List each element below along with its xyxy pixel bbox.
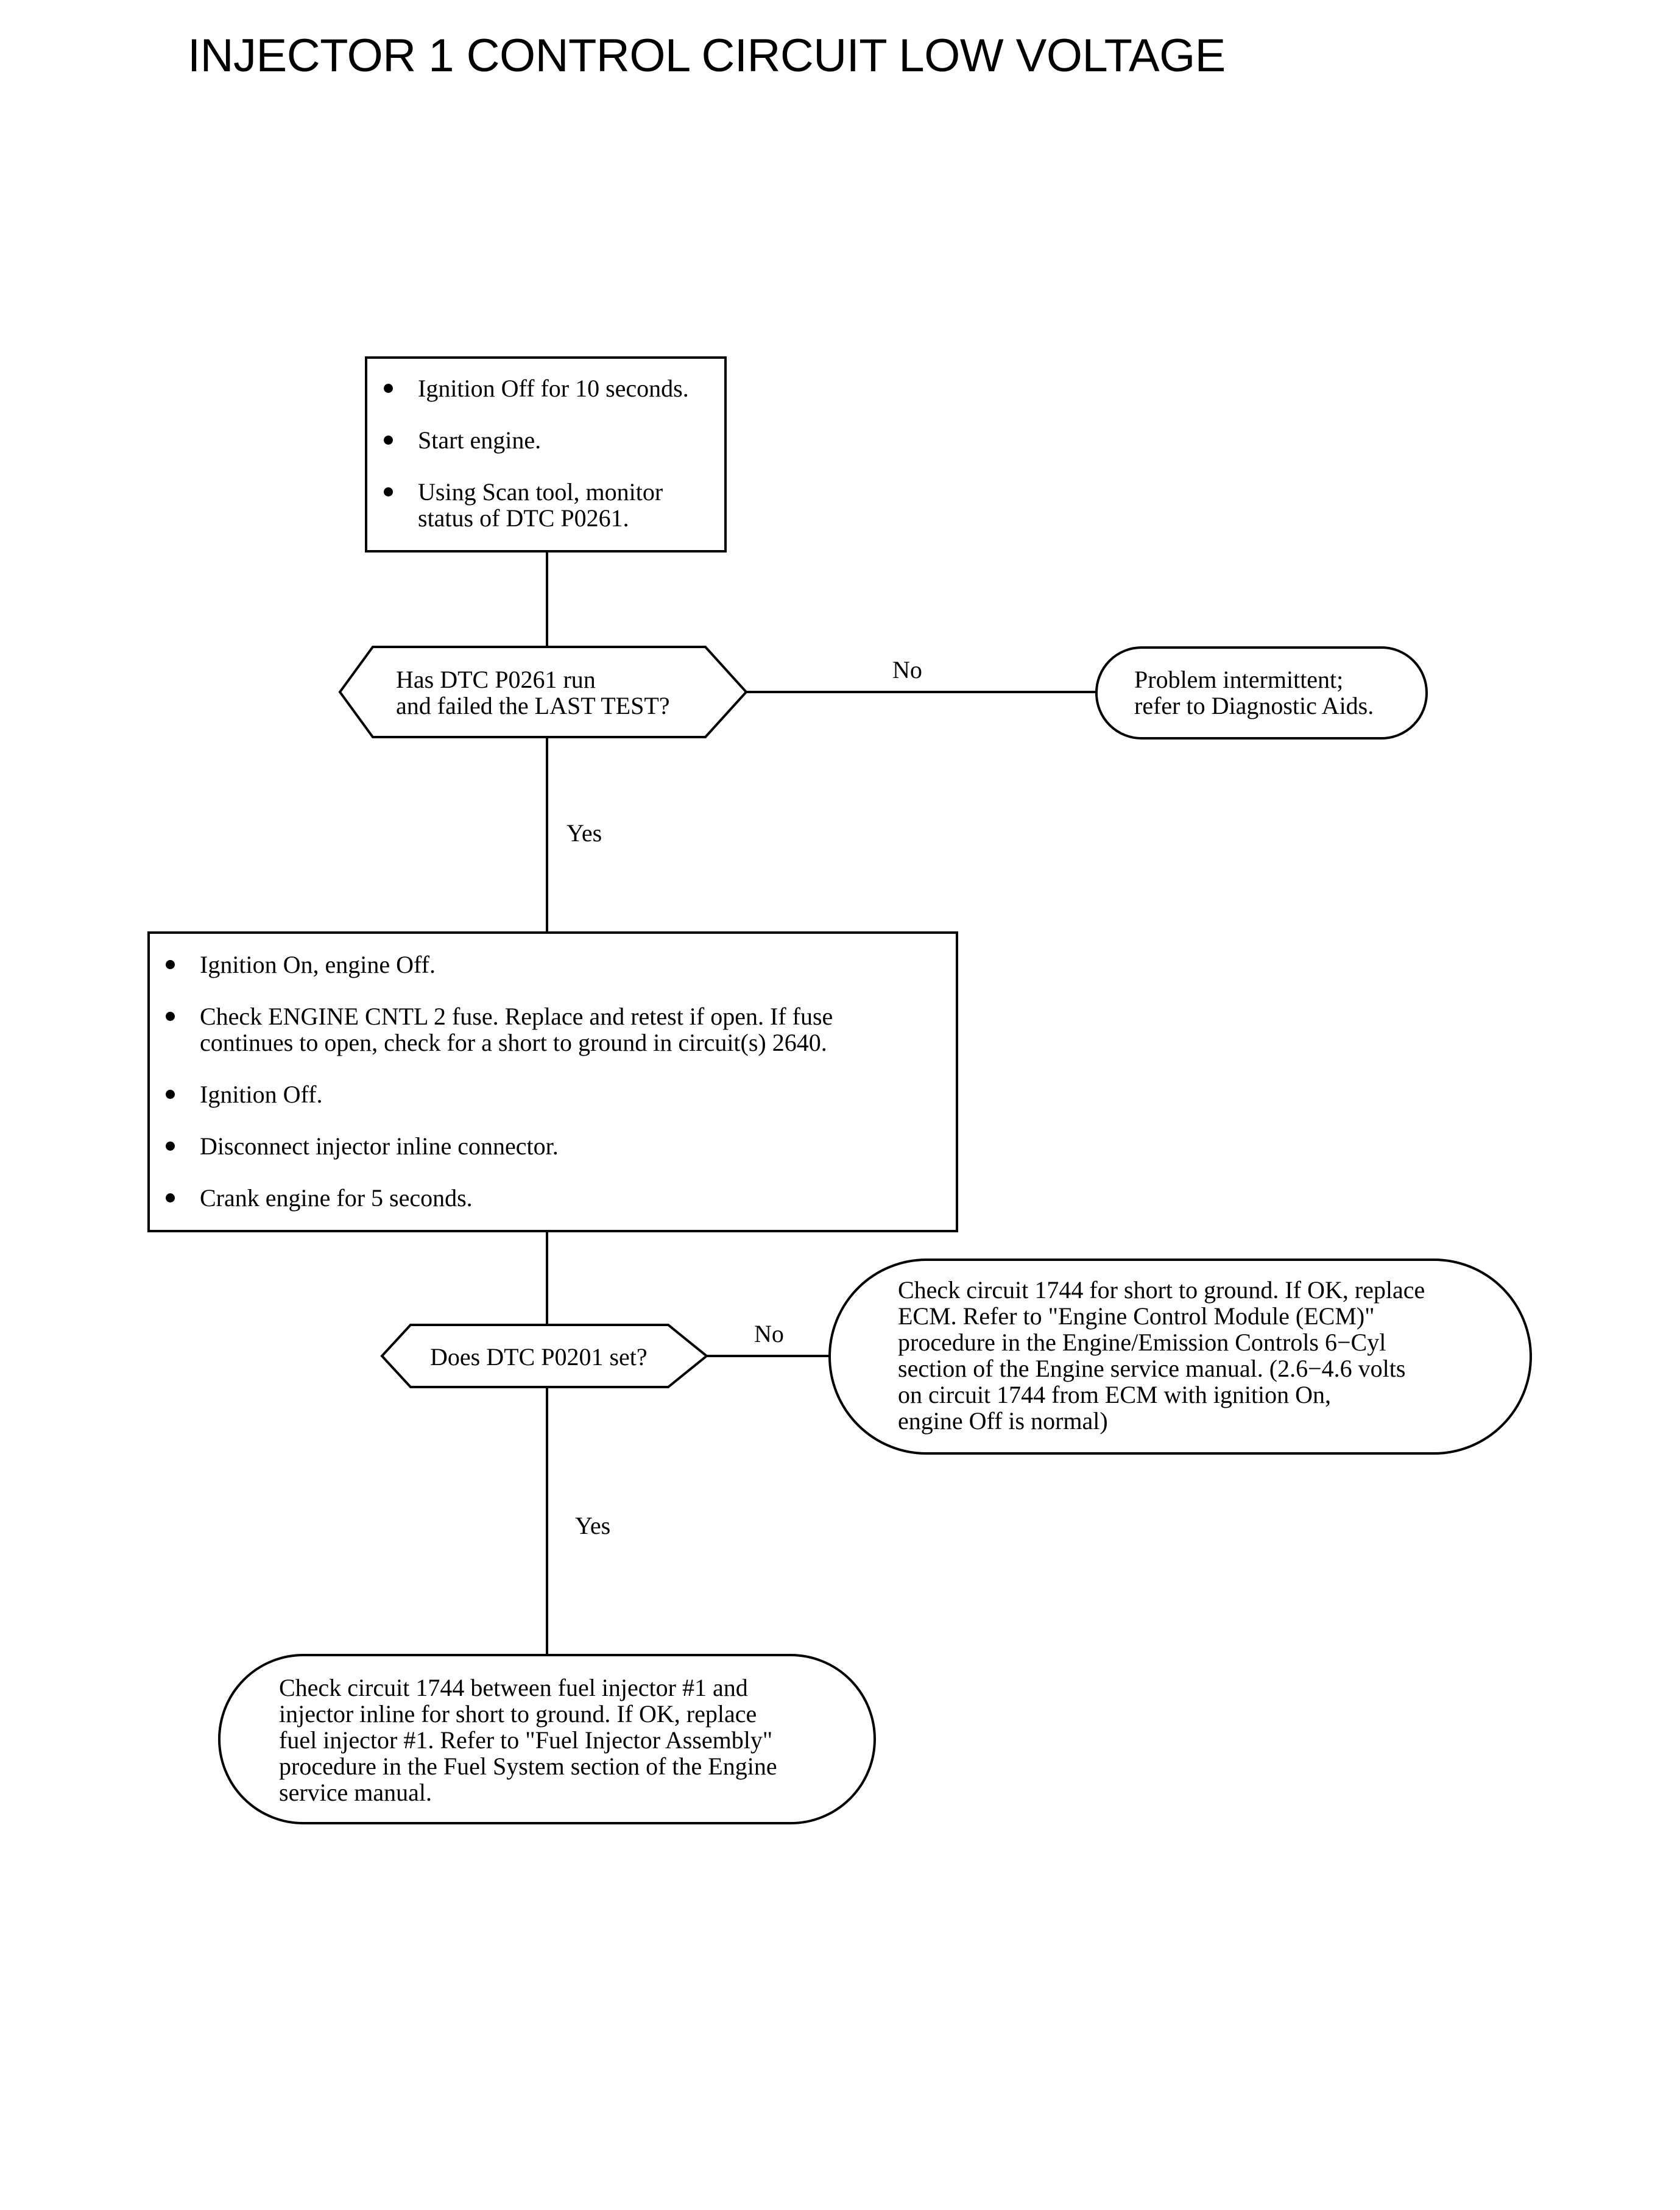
decision1-shape	[338, 646, 748, 738]
step1-item: Using Scan tool, monitor status of DTC P…	[384, 479, 719, 531]
result-no2-text: Check circuit 1744 for short to ground. …	[898, 1276, 1425, 1435]
step2-item: Ignition Off.	[166, 1081, 951, 1107]
step2-box	[147, 931, 958, 1232]
decision2-no-label: No	[754, 1320, 784, 1347]
step2-item: Crank engine for 5 seconds.	[166, 1185, 951, 1211]
decision1-question: Has DTC P0261 run and failed the LAST TE…	[396, 666, 670, 719]
step1-list: Ignition Off for 10 seconds. Start engin…	[384, 375, 719, 531]
step1-item: Ignition Off for 10 seconds.	[384, 375, 719, 401]
step2-list: Ignition On, engine Off. Check ENGINE CN…	[166, 951, 951, 1211]
decision2-yes-label: Yes	[575, 1512, 611, 1539]
decision1-no-label: No	[892, 656, 922, 683]
step2-item: Check ENGINE CNTL 2 fuse. Replace and re…	[166, 1003, 951, 1056]
decision1-yes-label: Yes	[566, 819, 602, 847]
step1-item: Start engine.	[384, 427, 719, 453]
step2-item: Disconnect injector inline connector.	[166, 1133, 951, 1159]
page-title: INJECTOR 1 CONTROL CIRCUIT LOW VOLTAGE	[188, 30, 1226, 82]
decision2-shape	[380, 1324, 709, 1388]
result-yes2-text: Check circuit 1744 between fuel injector…	[279, 1674, 777, 1806]
step2-item: Ignition On, engine Off.	[166, 951, 951, 978]
decision2-question: Does DTC P0201 set?	[430, 1343, 648, 1371]
result-no1-text: Problem intermittent; refer to Diagnosti…	[1134, 666, 1374, 719]
